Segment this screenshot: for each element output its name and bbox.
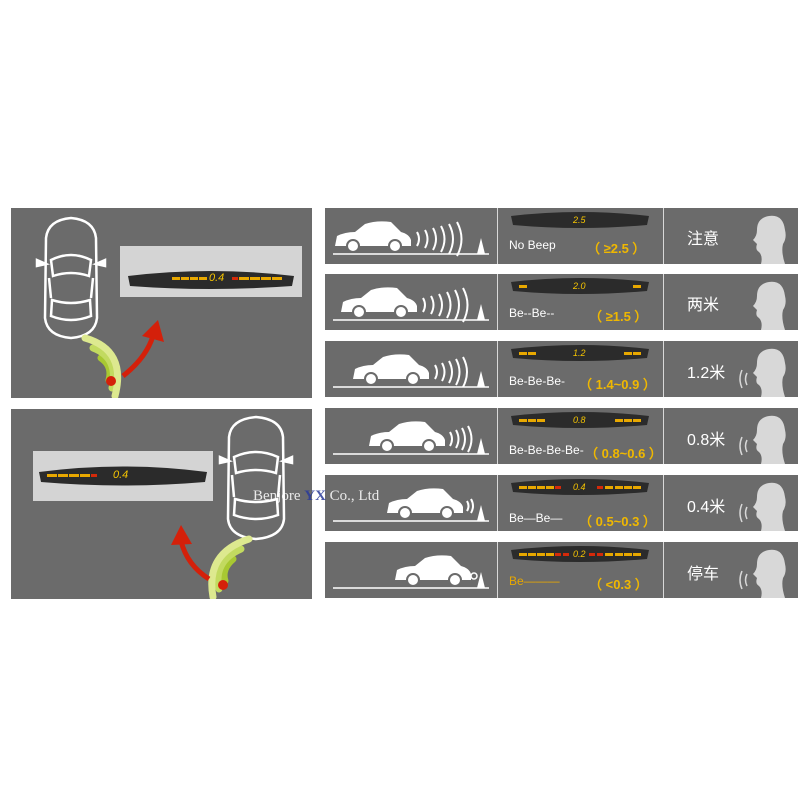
sensor-wave-icon: [81, 334, 122, 398]
display-value: 0.4: [573, 482, 586, 492]
beep-pattern: No Beep: [509, 238, 556, 252]
divider: [497, 542, 498, 598]
parking-display: 2.0: [511, 278, 649, 294]
distance-range: （ 0.5~0.3 ）: [579, 514, 656, 529]
distance-label: 注意: [687, 231, 720, 248]
divider: [663, 274, 664, 330]
sensor-wave-icon: [434, 356, 468, 388]
distance-label: 停车: [687, 566, 720, 583]
display-frame: 0.4: [33, 451, 213, 501]
divider: [663, 208, 664, 264]
sensor-wave-icon: [208, 535, 253, 599]
display-value: 0.2: [573, 549, 586, 559]
cone-icon: [477, 572, 485, 588]
parking-display: 2.5: [511, 212, 649, 228]
parking-display: 0.8: [511, 412, 649, 428]
divider: [663, 341, 664, 397]
parking-display: 0.4: [39, 466, 207, 486]
distance-range: （ <0.3 ）: [589, 577, 648, 592]
distance-label: 1.2米: [687, 365, 726, 382]
car-side-illustration: [333, 354, 489, 388]
divider: [497, 274, 498, 330]
watermark-part2: Co., Ltd: [325, 488, 380, 504]
distance-label: 0.4米: [687, 499, 726, 516]
divider: [663, 408, 664, 464]
display-value: 1.2: [573, 348, 586, 358]
red-arrow-icon: [178, 540, 211, 582]
divider: [497, 408, 498, 464]
parking-display: 0.4: [511, 479, 649, 495]
car-side-illustration: [333, 287, 489, 323]
distance-range: （ 0.8~0.6 ）: [585, 446, 662, 461]
car-side-illustration: [333, 488, 489, 522]
sensor-dot-icon: [218, 580, 228, 590]
car-side-illustration: [333, 221, 489, 257]
distance-row: 2.0 Be--Be-- （ ≥1.5 ） 两米: [325, 274, 798, 330]
sensor-dot-icon: [106, 376, 116, 386]
car-top-view-icon: [35, 216, 107, 340]
rear-sensor-panel: 0.4: [11, 208, 312, 398]
watermark-part1: Benjore: [253, 488, 305, 504]
sensor-wave-icon: [449, 425, 473, 453]
divider: [497, 208, 498, 264]
cone-icon: [477, 304, 485, 320]
parking-display: 0.4: [128, 271, 294, 289]
head-speaking-icon: [739, 482, 786, 531]
distance-label: 0.8米: [687, 432, 726, 449]
distance-range: （ 1.4~0.9 ）: [579, 377, 656, 392]
display-value: 2.0: [572, 281, 586, 291]
beep-pattern: Be———: [509, 574, 560, 588]
head-speaking-icon: [739, 348, 786, 397]
watermark-brand: YX: [304, 488, 326, 504]
car-top-view-icon: [218, 415, 294, 541]
sensor-wave-icon: [416, 221, 463, 257]
sensor-wave-icon: [466, 498, 474, 514]
distance-row: 2.5 No Beep （ ≥2.5 ） 注意: [325, 208, 798, 264]
divider: [497, 475, 498, 531]
parking-display: 0.2: [511, 546, 649, 562]
beep-pattern: Be--Be--: [509, 306, 555, 320]
divider: [663, 542, 664, 598]
cone-icon: [477, 238, 485, 254]
distance-range: （ ≥1.5 ）: [589, 309, 648, 324]
car-side-illustration: [333, 421, 489, 455]
beep-pattern: Be-Be-Be-: [509, 374, 566, 388]
display-value: 0.8: [573, 415, 586, 425]
distance-row: 0.8 Be-Be-Be-Be- （ 0.8~0.6 ） 0.8米: [325, 408, 798, 464]
head-speaking-icon: [739, 415, 786, 464]
cone-icon: [477, 371, 485, 387]
display-value: 2.5: [572, 215, 587, 225]
divider: [663, 475, 664, 531]
distance-row: 1.2 Be-Be-Be- （ 1.4~0.9 ） 1.2米: [325, 341, 798, 397]
display-frame: 0.4: [120, 246, 302, 297]
distance-row: 0.2 Be——— （ <0.3 ） 停车: [325, 542, 798, 598]
head-icon: [753, 215, 786, 264]
red-arrow-icon: [121, 335, 156, 378]
cone-icon: [477, 438, 485, 454]
cone-icon: [477, 505, 485, 521]
rear-sensor-illustration: [35, 216, 164, 398]
divider: [497, 341, 498, 397]
beep-pattern: Be—Be—: [509, 511, 563, 525]
head-icon: [753, 281, 786, 330]
display-value: 0.4: [113, 469, 128, 481]
head-speaking-icon: [739, 549, 786, 598]
sensor-wave-icon: [470, 572, 478, 580]
car-side-illustration: [333, 555, 489, 589]
watermark: Benjore YX Co., Ltd: [253, 488, 379, 505]
beep-pattern: Be-Be-Be-Be-: [509, 443, 584, 457]
sensor-wave-icon: [422, 287, 469, 323]
distance-row: 0.4 Be—Be— （ 0.5~0.3 ） 0.4米: [325, 475, 798, 531]
distance-label: 两米: [687, 297, 720, 314]
parking-display: 1.2: [511, 345, 649, 361]
display-value: 0.4: [209, 272, 224, 284]
front-sensor-illustration: [171, 415, 294, 599]
distance-range: （ ≥2.5 ）: [587, 241, 646, 256]
front-sensor-panel: 0.4: [11, 409, 312, 599]
